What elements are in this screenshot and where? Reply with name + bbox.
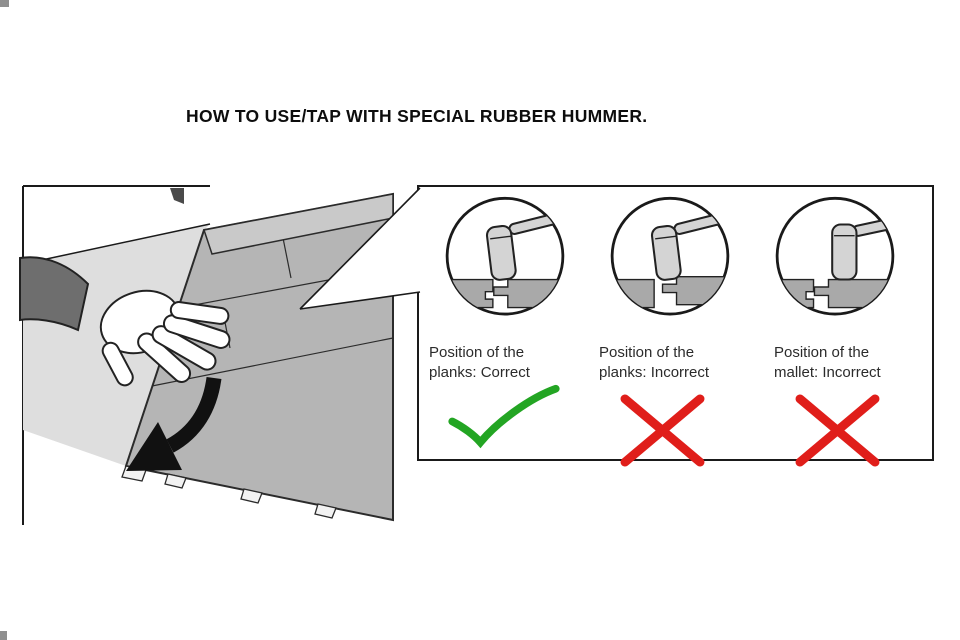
cross-icon xyxy=(620,394,705,467)
plank-left xyxy=(612,278,655,309)
wall-floor-junction xyxy=(22,223,211,265)
detail-panel: Position of the planks: Correct Position… xyxy=(417,185,934,467)
wall-clip-icon xyxy=(170,188,184,204)
callout-wedge xyxy=(299,187,421,310)
arm-sleeve xyxy=(19,256,90,332)
caption-line: planks: Incorrect xyxy=(599,363,710,381)
hand-illustration xyxy=(99,289,231,387)
plank-left xyxy=(447,278,494,309)
detail-incorrect-mallet-illustration xyxy=(775,196,895,316)
caption-line: Position of the xyxy=(429,344,525,361)
cross-icon xyxy=(795,394,880,467)
detail-incorrect-planks-illustration xyxy=(610,196,730,316)
caption-incorrect-planks: Position of the planks: Incorrect xyxy=(599,343,709,382)
caption-line: Position of the xyxy=(774,344,870,361)
tap-direction-arrow-icon xyxy=(126,376,222,471)
scan-artifact xyxy=(0,0,9,7)
caption-correct-planks: Position of the planks: Correct xyxy=(429,343,530,382)
caption-incorrect-mallet: Position of the mallet: Incorrect xyxy=(774,343,881,382)
installation-illustration xyxy=(19,185,394,525)
page-title: HOW TO USE/TAP WITH SPECIAL RUBBER HUMME… xyxy=(186,106,648,126)
caption-line: mallet: Incorrect xyxy=(774,363,881,381)
detail-correct-planks-illustration xyxy=(445,196,565,316)
scan-artifact xyxy=(0,631,7,640)
check-icon xyxy=(448,384,560,449)
caption-line: planks: Correct xyxy=(429,363,530,381)
caption-line: Position of the xyxy=(599,344,695,361)
